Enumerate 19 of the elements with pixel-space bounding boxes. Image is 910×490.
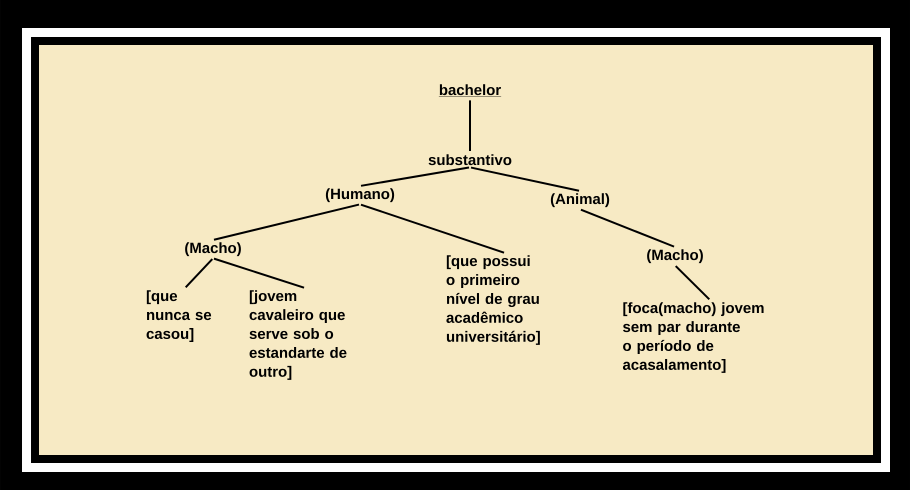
definition-text: [que nunca se casou] [146,290,212,342]
tree-line [184,258,214,288]
tree-line [469,100,471,151]
definition-text: [foca(macho) jovem sem par durante o período de acasalamento] [622,302,764,373]
category-label: (Humano) [326,188,394,202]
definition-text: [que possui o primeiro nível de grau acadêmico universitário] [446,255,540,345]
category-label: (Macho) [647,249,703,264]
tree-line [675,265,710,300]
tree-line [360,166,470,187]
category-label: substantivo [428,154,512,166]
tree-line [214,204,360,241]
category-label: (Animal) [550,193,610,208]
definition-text: [jovem cavaleiro que serve sob o estandarte de outro] [250,290,346,380]
tree-line [470,166,580,192]
tree-line [360,204,504,254]
category-label: (Macho) [185,242,241,256]
tree-line [580,208,674,248]
tree-line [214,258,304,289]
heading-word: bachelor [438,84,502,97]
